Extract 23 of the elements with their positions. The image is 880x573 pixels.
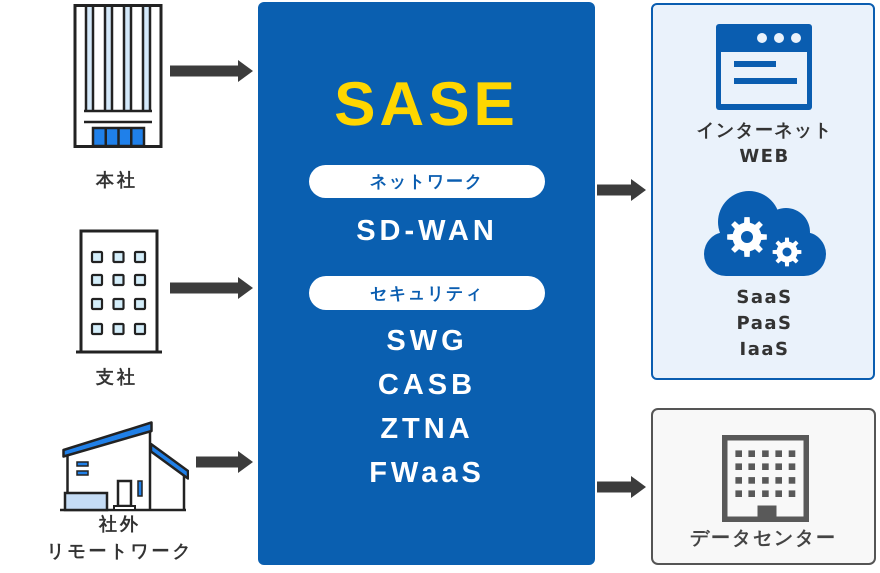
panel-title: SASE: [333, 70, 520, 140]
arrow: [597, 476, 646, 498]
category-pill: ネットワーク: [309, 165, 545, 198]
node-label: リモートワーク: [46, 540, 194, 564]
service-name: CASB: [376, 368, 478, 403]
category-pill: セキュリティ: [309, 276, 545, 310]
node-label: データセンター: [689, 526, 838, 550]
panel: [258, 2, 595, 565]
service-name: ZTNA: [379, 412, 475, 447]
node-label: SaaS PaaS IaaS: [736, 286, 793, 362]
arrow: [597, 179, 646, 201]
node-label: 本社: [94, 169, 139, 193]
arrow: [170, 60, 253, 82]
arrow: [196, 451, 253, 473]
service-name: SWG: [385, 324, 469, 359]
service-name: FWaaS: [368, 456, 486, 491]
node-label: 支社: [94, 366, 139, 390]
node-label: インターネット WEB: [696, 118, 833, 168]
arrow: [170, 277, 253, 299]
node-label: 社外: [98, 513, 142, 537]
service-name: SD-WAN: [355, 214, 499, 249]
panel: [651, 408, 876, 565]
panel: [651, 3, 875, 380]
